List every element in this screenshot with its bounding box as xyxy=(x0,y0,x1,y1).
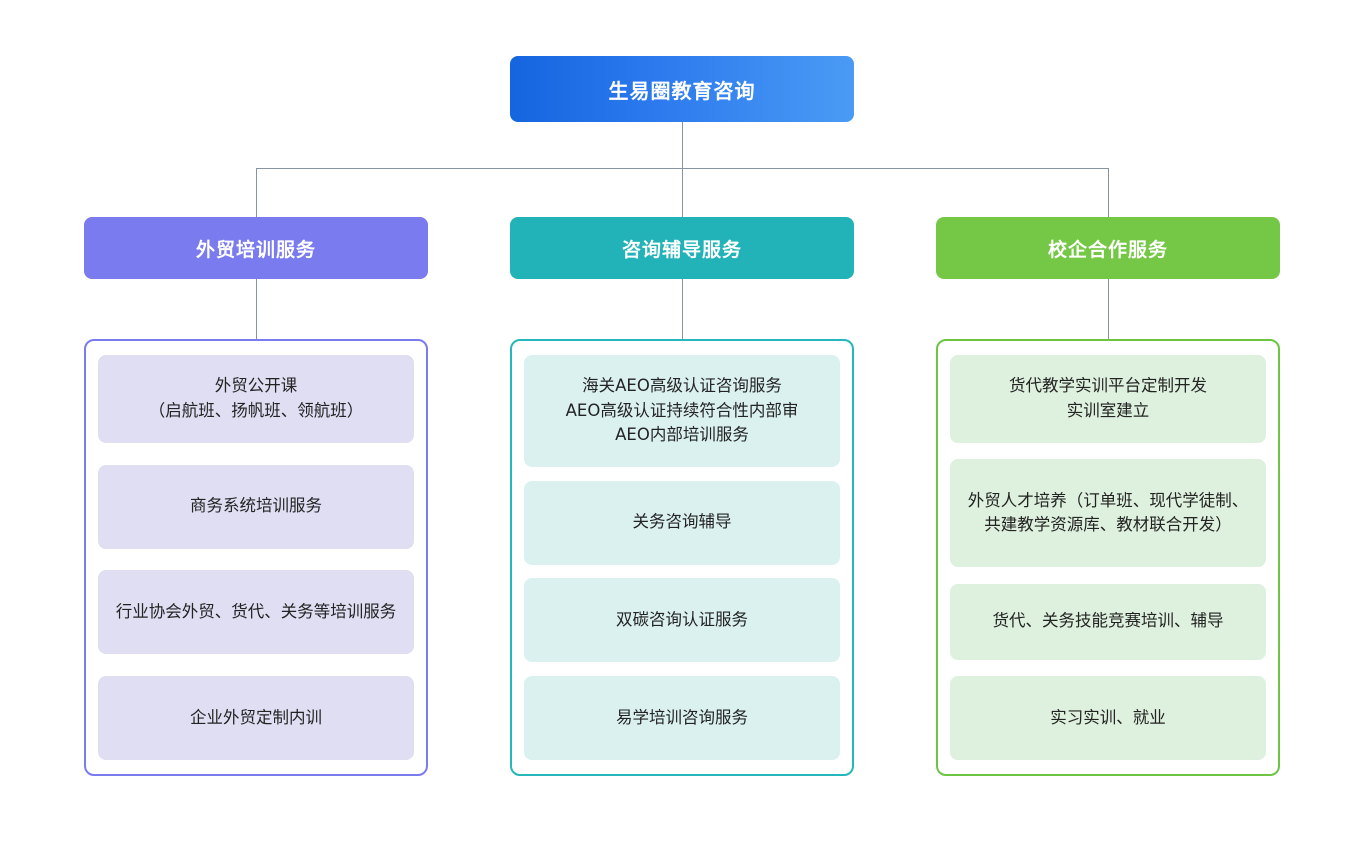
connector-drop-column-3 xyxy=(1108,168,1109,217)
column-header-xiaoqi-hezuo[interactable]: 校企合作服务 xyxy=(936,217,1280,279)
connector-header-body-2 xyxy=(682,279,683,339)
column-header-label: 咨询辅导服务 xyxy=(621,238,742,261)
connector-root-stem xyxy=(682,122,683,168)
connector-drop-column-2 xyxy=(682,168,683,217)
service-card[interactable]: 企业外贸定制内训 xyxy=(98,675,414,760)
column-body-xiaoqi-hezuo: 货代教学实训平台定制开发 实训室建立 外贸人才培养（订单班、现代学徒制、共建教学… xyxy=(936,339,1280,776)
service-card[interactable]: 外贸人才培养（订单班、现代学徒制、共建教学资源库、教材联合开发） xyxy=(950,459,1266,568)
service-card[interactable]: 行业协会外贸、货代、关务等培训服务 xyxy=(98,570,414,655)
service-card[interactable]: 商务系统培训服务 xyxy=(98,464,414,549)
service-card[interactable]: 外贸公开课 （启航班、扬帆班、领航班） xyxy=(98,355,414,443)
connector-header-body-1 xyxy=(256,279,257,339)
service-card[interactable]: 关务咨询辅导 xyxy=(524,480,840,565)
service-card[interactable]: 海关AEO高级认证咨询服务 AEO高级认证持续符合性内部审 AEO内部培训服务 xyxy=(524,355,840,467)
column-header-label: 外贸培训服务 xyxy=(195,238,316,261)
connector-drop-column-1 xyxy=(256,168,257,217)
service-card[interactable]: 双碳咨询认证服务 xyxy=(524,578,840,663)
service-card[interactable]: 易学培训咨询服务 xyxy=(524,675,840,760)
connector-header-body-3 xyxy=(1108,279,1109,339)
column-body-waimao-peixun: 外贸公开课 （启航班、扬帆班、领航班） 商务系统培训服务 行业协会外贸、货代、关… xyxy=(84,339,428,776)
service-card[interactable]: 货代、关务技能竞赛培训、辅导 xyxy=(950,583,1266,660)
root-node-label: 生易圈教育咨询 xyxy=(608,78,756,103)
column-header-zixun-fudao[interactable]: 咨询辅导服务 xyxy=(510,217,854,279)
column-body-zixun-fudao: 海关AEO高级认证咨询服务 AEO高级认证持续符合性内部审 AEO内部培训服务 … xyxy=(510,339,854,776)
service-card[interactable]: 货代教学实训平台定制开发 实训室建立 xyxy=(950,355,1266,443)
column-header-label: 校企合作服务 xyxy=(1047,238,1168,261)
column-header-waimao-peixun[interactable]: 外贸培训服务 xyxy=(84,217,428,279)
service-card[interactable]: 实习实训、就业 xyxy=(950,675,1266,760)
root-node[interactable]: 生易圈教育咨询 xyxy=(510,56,854,122)
